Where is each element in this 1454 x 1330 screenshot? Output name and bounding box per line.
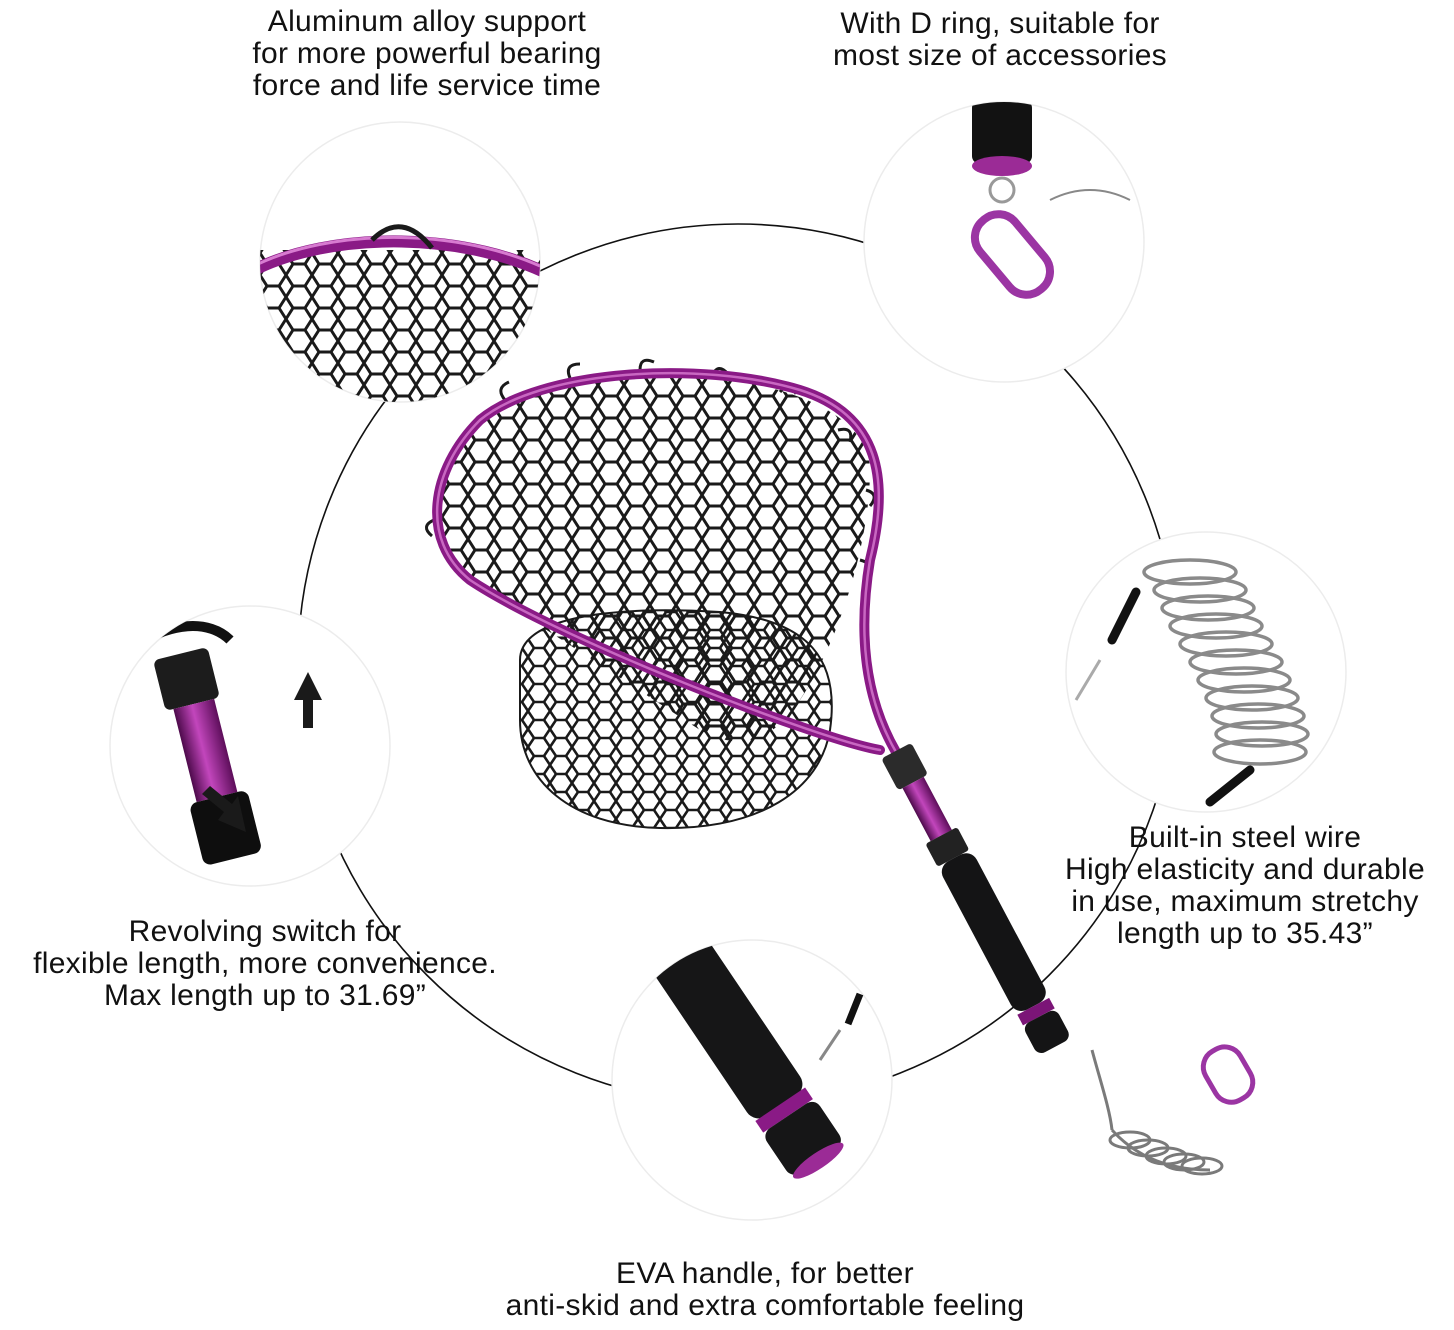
caption-line: Built-in steel wire xyxy=(1128,821,1362,854)
caption-d-ring: With D ring, suitable for most size of a… xyxy=(790,8,1210,72)
caption-steel-wire: Built-in steel wire High elasticity and … xyxy=(1030,822,1454,950)
down-arrow-icon xyxy=(202,786,246,832)
caption-aluminum-support: Aluminum alloy support for more powerful… xyxy=(212,6,642,102)
caption-line: EVA handle, for better xyxy=(616,1257,914,1290)
caption-line: flexible length, more convenience. xyxy=(33,947,497,980)
caption-line: anti-skid and extra comfortable feeling xyxy=(505,1289,1025,1322)
detail-revolving-switch xyxy=(109,605,391,887)
caption-eva-handle: EVA handle, for better anti-skid and ext… xyxy=(440,1258,1090,1322)
caption-line: With D ring, suitable for xyxy=(840,7,1160,40)
caption-line: force and life service time xyxy=(252,69,602,102)
caption-line: Aluminum alloy support xyxy=(267,5,587,38)
caption-line: Revolving switch for xyxy=(128,915,402,948)
detail-frame-net xyxy=(259,121,541,403)
caption-line: for more powerful bearing xyxy=(252,37,602,70)
detail-d-ring xyxy=(863,101,1145,383)
detail-steel-wire xyxy=(1065,531,1347,813)
up-arrow-icon xyxy=(294,672,322,728)
caption-revolving-switch: Revolving switch for flexible length, mo… xyxy=(0,916,530,1012)
caption-line: in use, maximum stretchy xyxy=(1071,885,1419,918)
caption-line: High elasticity and durable xyxy=(1065,853,1425,886)
caption-line: length up to 35.43” xyxy=(1117,917,1373,950)
caption-line: Max length up to 31.69” xyxy=(103,979,427,1012)
detail-eva-handle xyxy=(611,939,893,1221)
caption-line: most size of accessories xyxy=(833,39,1167,72)
